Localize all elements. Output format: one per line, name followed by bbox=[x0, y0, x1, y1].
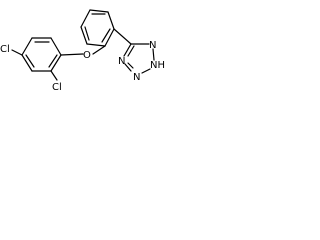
bond-cl-para bbox=[11, 49, 23, 56]
phenyl-ring bbox=[80, 9, 115, 47]
tetrazole-ring bbox=[123, 43, 155, 74]
bond-oxygen-ring bbox=[92, 45, 106, 55]
tetrazole-nh-label: NH bbox=[150, 60, 165, 71]
bond-phenyl-tetrazole bbox=[113, 28, 132, 45]
tetrazole-n2-label: N bbox=[133, 72, 140, 83]
dichlorophenyl-ring bbox=[21, 37, 62, 72]
tetrazole-n4-label: N bbox=[149, 40, 156, 51]
chlorine-ortho-label: Cl bbox=[52, 82, 62, 93]
ether-oxygen-label: O bbox=[83, 50, 91, 61]
chlorine-para-label: Cl bbox=[0, 44, 10, 55]
bond-ring-oxygen bbox=[60, 53, 84, 56]
bond-cl-ortho bbox=[50, 70, 58, 81]
chemical-structure: Cl Cl O N N NH N bbox=[0, 9, 165, 93]
tetrazole-n1-label: N bbox=[118, 56, 125, 67]
